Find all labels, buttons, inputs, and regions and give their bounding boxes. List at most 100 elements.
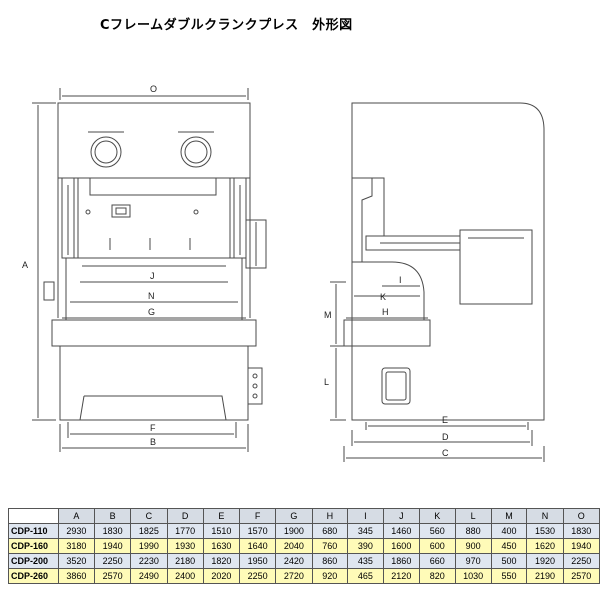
left-flywheel-icon [90,136,122,168]
model-name-cell: CDP-160 [8,538,59,554]
table-cell: 560 [418,523,456,539]
dim-label-L: L [324,377,329,387]
table-cell: 3180 [57,538,96,554]
table-cell: 1630 [202,538,241,554]
table-cell: 2250 [239,568,277,584]
table-cell: 465 [347,568,384,584]
table-cell: 2400 [166,568,204,584]
drawing-title: Cフレームダブルクランクプレス 外形図 [100,18,353,33]
table-cell: 2230 [130,553,168,569]
dim-label-J: J [150,271,155,281]
table-cell: 1940 [562,538,600,554]
table-cell: 435 [347,553,384,569]
table-cell: 1640 [239,538,277,554]
table-cell: 1930 [166,538,204,554]
table-cell: 450 [490,538,528,554]
column-header: A [57,508,96,524]
dim-label-A: A [22,260,28,270]
table-cell: 2570 [94,568,132,584]
table-cell: 1570 [239,523,277,539]
dim-label-I: I [399,275,402,285]
column-header: J [382,508,420,524]
dim-label-N: N [148,291,155,301]
table-cell: 1460 [382,523,420,539]
table-cell: 500 [490,553,528,569]
dim-label-D: D [442,432,449,442]
table-cell: 1830 [562,523,600,539]
column-header: L [454,508,492,524]
table-cell: 1900 [275,523,313,539]
table-cell: 1920 [526,553,564,569]
table-cell: 1600 [382,538,420,554]
column-header: F [239,508,277,524]
dim-label-G: G [148,307,155,317]
model-name-cell: CDP-110 [8,523,59,539]
column-header: B [94,508,132,524]
table-cell: 2250 [94,553,132,569]
column-header: M [490,508,528,524]
table-cell: 820 [418,568,456,584]
dim-label-B: B [150,437,156,447]
dim-label-H: H [382,307,389,317]
column-header: I [347,508,384,524]
table-cell: 1950 [239,553,277,569]
side-view [330,102,545,462]
table-cell: 660 [418,553,456,569]
table-cell: 900 [454,538,492,554]
column-header: H [311,508,349,524]
model-name-cell: CDP-200 [8,553,59,569]
table-cell: 2040 [275,538,313,554]
table-cell: 2720 [275,568,313,584]
table-cell: 3520 [57,553,96,569]
dim-label-M: M [324,310,332,320]
table-cell: 1860 [382,553,420,569]
front-view [32,88,267,452]
right-flywheel-icon [180,136,212,168]
table-cell: 2250 [562,553,600,569]
table-corner-cell [8,508,59,524]
column-header: K [418,508,456,524]
table-cell: 3860 [57,568,96,584]
table-cell: 345 [347,523,384,539]
column-header: N [526,508,564,524]
table-cell: 1830 [94,523,132,539]
table-cell: 970 [454,553,492,569]
table-cell: 2490 [130,568,168,584]
column-header: C [130,508,168,524]
table-cell: 1990 [130,538,168,554]
dim-label-C: C [442,448,449,458]
dim-label-O: O [150,84,157,94]
table-cell: 2420 [275,553,313,569]
table-cell: 1030 [454,568,492,584]
table-cell: 2570 [562,568,600,584]
table-cell: 1510 [202,523,241,539]
dim-label-E: E [442,415,448,425]
column-header: O [562,508,600,524]
table-cell: 2020 [202,568,241,584]
table-header-row: A B C D E F G H I J K L M N O [8,508,600,524]
table-cell: 920 [311,568,349,584]
table-cell: 2930 [57,523,96,539]
table-cell: 1620 [526,538,564,554]
table-cell: 390 [347,538,384,554]
table-cell: 1825 [130,523,168,539]
dim-label-F: F [150,423,156,433]
table-cell: 2120 [382,568,420,584]
table-cell: 2190 [526,568,564,584]
column-header: D [166,508,204,524]
table-cell: 400 [490,523,528,539]
table-cell: 550 [490,568,528,584]
table-cell: 1820 [202,553,241,569]
table-cell: 1530 [526,523,564,539]
outline-drawing: O A J N G F B I K H M L E D C [22,84,545,462]
column-header: G [275,508,313,524]
table-cell: 600 [418,538,456,554]
table-cell: 1770 [166,523,204,539]
table-cell: 680 [311,523,349,539]
table-cell: 760 [311,538,349,554]
dim-label-K: K [380,292,386,302]
